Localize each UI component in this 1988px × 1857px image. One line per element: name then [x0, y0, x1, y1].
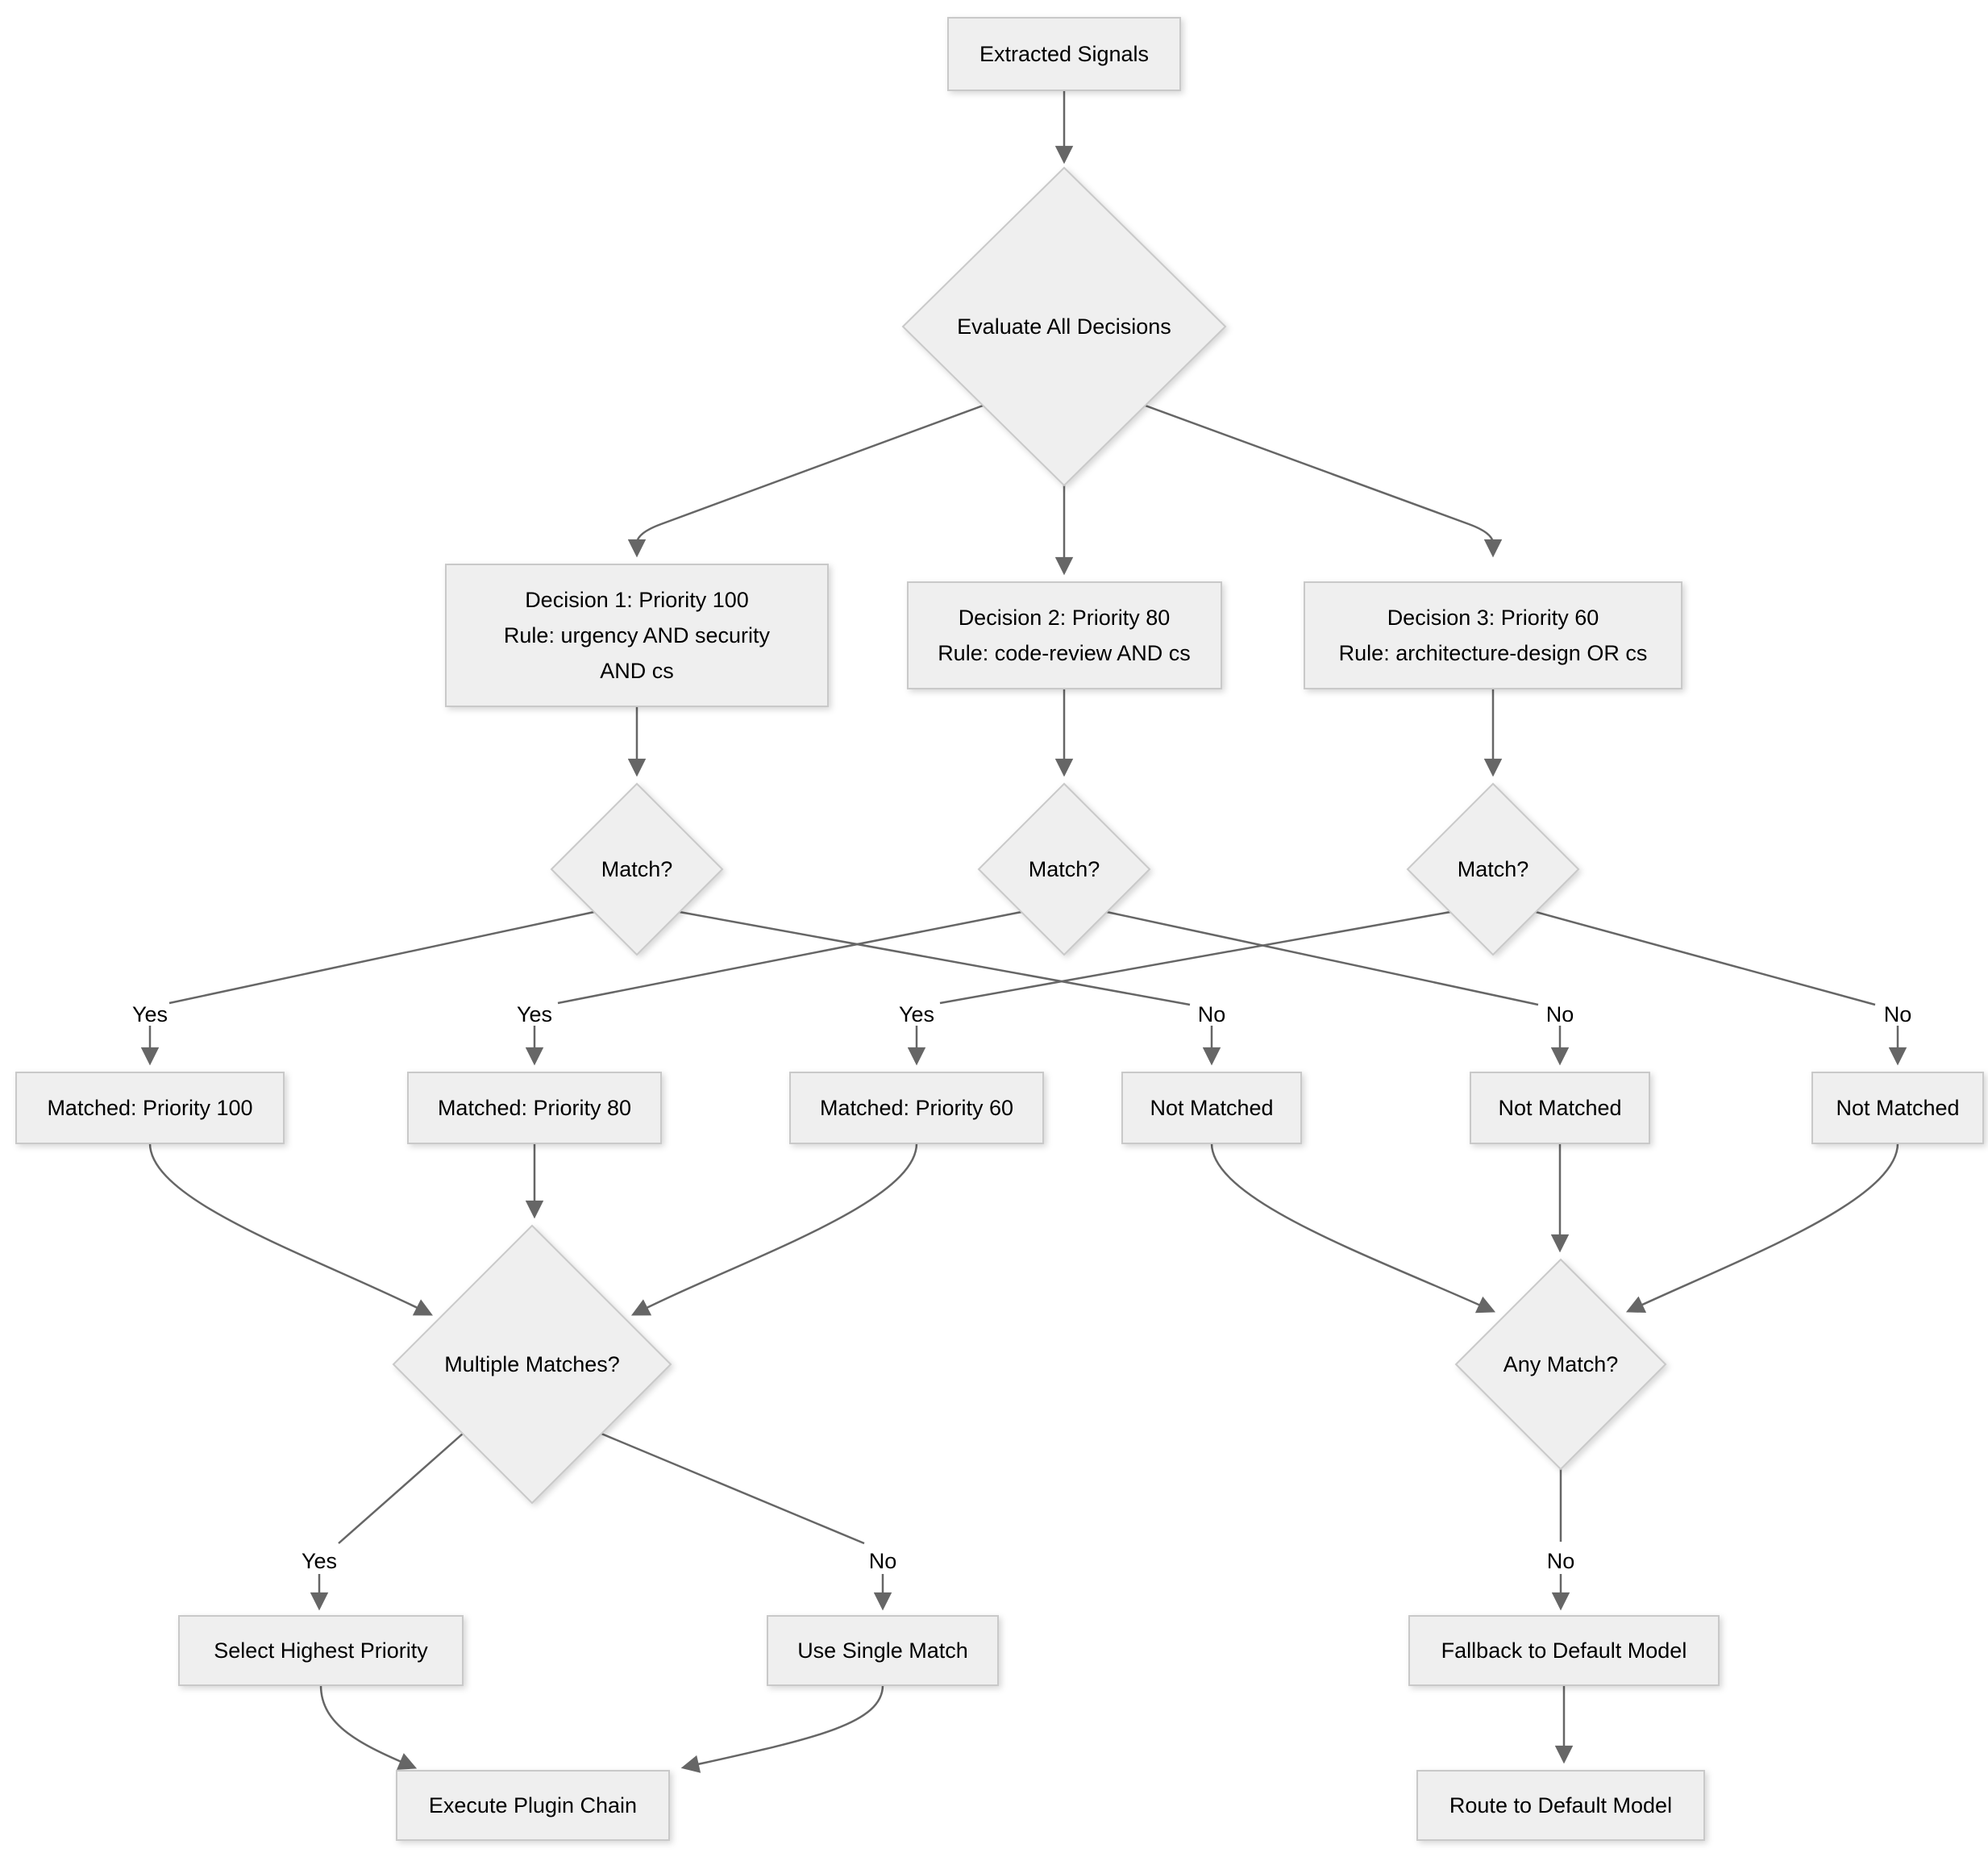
edge-match-2-yes-line	[557, 910, 1022, 1005]
multiple-matches-label: Multiple Matches?	[444, 1352, 620, 1376]
decision-3-line-2: Rule: architecture-design OR cs	[1339, 641, 1648, 665]
edge-label-multiple-no: No	[869, 1549, 897, 1573]
route-to-default-model-label: Route to Default Model	[1449, 1793, 1672, 1817]
match-2-label: Match?	[1029, 857, 1100, 881]
edge-label-any-match-no: No	[1547, 1549, 1575, 1573]
edge-label-match-1-no: No	[1198, 1002, 1226, 1026]
not-matched-2-label: Not Matched	[1498, 1096, 1621, 1120]
node-extracted-signals: Extracted Signals	[947, 17, 1181, 91]
edge-label-multiple-yes: Yes	[302, 1549, 337, 1573]
fallback-to-default-model-box	[1408, 1615, 1720, 1686]
edge-label-match-3-yes: Yes	[899, 1002, 934, 1026]
node-match-1: Match?	[550, 782, 724, 956]
node-decision-2: Decision 2: Priority 80 Rule: code-revie…	[907, 581, 1222, 689]
match-3-diamond	[1406, 782, 1580, 956]
node-matched-priority-60: Matched: Priority 60	[789, 1072, 1044, 1144]
node-matched-priority-80: Matched: Priority 80	[407, 1072, 662, 1144]
matched-priority-100-label: Matched: Priority 100	[47, 1096, 252, 1120]
node-route-to-default-model: Route to Default Model	[1416, 1770, 1705, 1841]
decision-2-box	[907, 581, 1222, 689]
decision-1-line-1: Decision 1: Priority 100	[525, 588, 749, 612]
matched-priority-80-box	[407, 1072, 662, 1144]
edge-match-3-yes-line	[939, 910, 1451, 1005]
extracted-signals-label: Extracted Signals	[979, 42, 1149, 66]
evaluate-all-decisions-label: Evaluate All Decisions	[957, 314, 1171, 339]
node-matched-priority-100: Matched: Priority 100	[15, 1072, 285, 1144]
edge-not-matched-1-to-any-match	[1210, 1143, 1496, 1314]
not-matched-3-box	[1811, 1072, 1984, 1144]
decision-1-line-3: AND cs	[600, 659, 674, 683]
decision-1-line-2: Rule: urgency AND security	[504, 623, 771, 647]
route-to-default-model-box	[1416, 1770, 1705, 1841]
edge-single-to-execute	[680, 1684, 884, 1773]
node-match-2: Match?	[977, 782, 1151, 956]
decision-3-box	[1304, 581, 1682, 689]
matched-priority-60-label: Matched: Priority 60	[820, 1096, 1013, 1120]
edge-matched-100-to-multiple	[148, 1143, 434, 1316]
edge-match-1-yes-line	[168, 910, 595, 1005]
node-multiple-matches: Multiple Matches?	[392, 1224, 672, 1505]
use-single-match-label: Use Single Match	[797, 1638, 968, 1663]
match-1-label: Match?	[601, 857, 673, 881]
edge-multiple-yes-line	[338, 1433, 464, 1544]
node-not-matched-3: Not Matched	[1811, 1072, 1984, 1144]
node-decision-1: Decision 1: Priority 100 Rule: urgency A…	[445, 564, 829, 707]
extracted-signals-box	[947, 17, 1181, 91]
node-evaluate-all-decisions: Evaluate All Decisions	[901, 166, 1227, 487]
node-fallback-to-default-model: Fallback to Default Model	[1408, 1615, 1720, 1686]
edge-matched-60-to-multiple	[630, 1143, 918, 1316]
edge-match-1-no-line	[679, 910, 1191, 1006]
node-use-single-match: Use Single Match	[767, 1615, 999, 1686]
match-1-diamond	[550, 782, 724, 956]
edges	[140, 90, 1907, 1773]
edge-label-match-2-yes: Yes	[517, 1002, 552, 1026]
node-not-matched-2: Not Matched	[1470, 1072, 1650, 1144]
not-matched-1-label: Not Matched	[1150, 1096, 1273, 1120]
not-matched-2-box	[1470, 1072, 1650, 1144]
edge-select-to-execute	[319, 1684, 418, 1770]
decision-3-line-1: Decision 3: Priority 60	[1387, 606, 1599, 630]
use-single-match-box	[767, 1615, 999, 1686]
edge-evaluate-to-decision-1	[627, 403, 986, 558]
node-select-highest-priority: Select Highest Priority	[178, 1615, 464, 1686]
not-matched-1-box	[1121, 1072, 1302, 1144]
match-2-diamond	[977, 782, 1151, 956]
not-matched-3-label: Not Matched	[1836, 1096, 1959, 1120]
fallback-to-default-model-label: Fallback to Default Model	[1441, 1638, 1687, 1663]
node-decision-3: Decision 3: Priority 60 Rule: architectu…	[1304, 581, 1682, 689]
select-highest-priority-box	[178, 1615, 464, 1686]
execute-plugin-chain-label: Execute Plugin Chain	[429, 1793, 637, 1817]
node-match-3: Match?	[1406, 782, 1580, 956]
edge-not-matched-3-to-any-match	[1625, 1143, 1899, 1314]
edge-label-match-2-no: No	[1546, 1002, 1574, 1026]
execute-plugin-chain-box	[396, 1770, 670, 1841]
decision-2-line-1: Decision 2: Priority 80	[959, 606, 1171, 630]
select-highest-priority-label: Select Highest Priority	[214, 1638, 428, 1663]
any-match-label: Any Match?	[1503, 1352, 1619, 1376]
edge-label-match-3-no: No	[1884, 1002, 1912, 1026]
decision-1-box	[445, 564, 829, 707]
node-any-match: Any Match?	[1454, 1258, 1667, 1471]
match-3-label: Match?	[1458, 857, 1529, 881]
edge-multiple-no-line	[601, 1432, 865, 1545]
decision-2-line-2: Rule: code-review AND cs	[938, 641, 1191, 665]
node-not-matched-1: Not Matched	[1121, 1072, 1302, 1144]
matched-priority-100-box	[15, 1072, 285, 1144]
multiple-matches-diamond	[392, 1224, 672, 1505]
matched-priority-80-label: Matched: Priority 80	[438, 1096, 631, 1120]
any-match-diamond	[1454, 1258, 1667, 1471]
edge-match-3-no-line	[1535, 910, 1876, 1006]
edge-labels: Yes Yes Yes No No No Yes No No	[132, 1002, 1911, 1573]
matched-priority-60-box	[789, 1072, 1044, 1144]
node-execute-plugin-chain: Execute Plugin Chain	[396, 1770, 670, 1841]
edge-label-match-1-yes: Yes	[132, 1002, 168, 1026]
evaluate-all-decisions-diamond	[901, 166, 1227, 487]
edge-evaluate-to-decision-3	[1142, 403, 1503, 558]
edge-match-2-no-line	[1106, 910, 1539, 1006]
